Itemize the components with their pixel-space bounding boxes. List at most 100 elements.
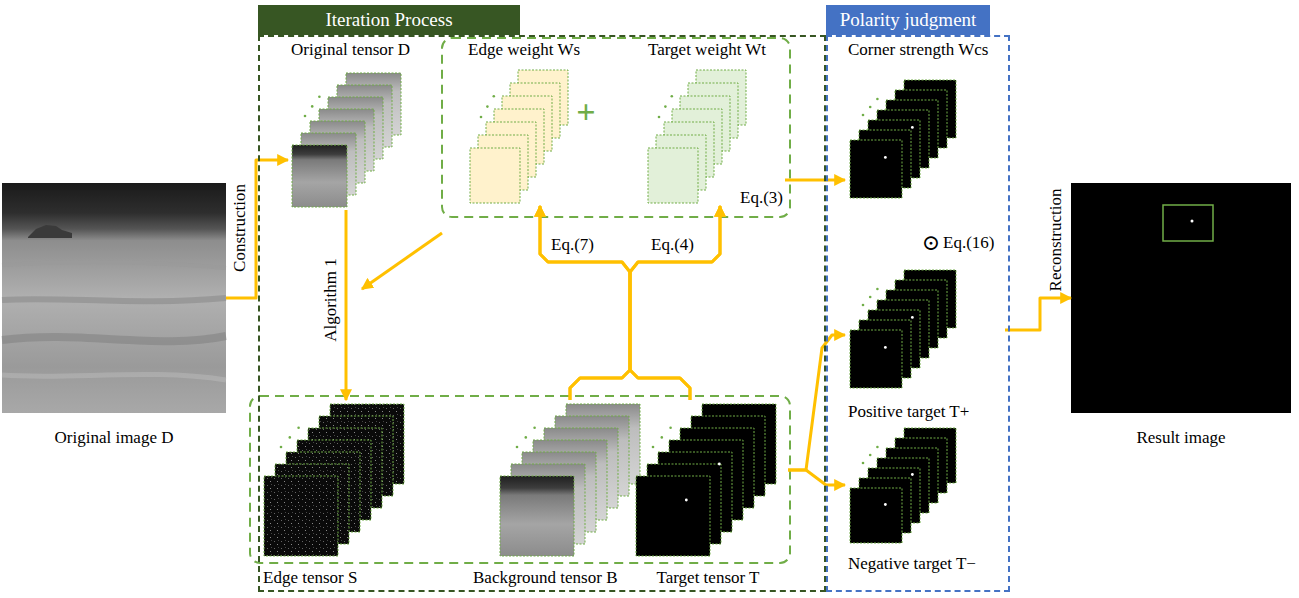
edge-label: Eq.(3) (740, 188, 783, 208)
tensor-slice (292, 145, 347, 207)
tensor-stack: Edge tensor S (260, 400, 410, 588)
tensor-stack-art (264, 404, 404, 556)
node-caption: Negative target T− (848, 554, 976, 574)
target-dot (884, 346, 887, 349)
node-caption: Original image D (55, 428, 174, 448)
ellipsis-dot (869, 106, 872, 109)
tensor-stack: Negative target T− (845, 424, 1005, 574)
flow-arrow (788, 335, 845, 470)
flow-arrow (540, 206, 630, 400)
iteration-group: Iteration ProcessOriginal tensor DEdge w… (258, 35, 826, 592)
tensor-stack-art (500, 404, 640, 556)
wave-streak (2, 298, 226, 301)
equation-label: ⊙ (922, 230, 940, 255)
tensor-slice (850, 488, 902, 543)
edge-label: Reconstruction (1046, 189, 1066, 292)
tensor-stack-art (470, 70, 568, 203)
input-image-panel: Original image D (2, 183, 226, 448)
tensor-slice (850, 330, 902, 388)
ellipsis-dot (280, 446, 283, 449)
tensor-stacks (264, 70, 956, 556)
ellipsis-dot (318, 96, 321, 99)
ellipsis-dot (869, 454, 872, 457)
ellipsis-dot (525, 436, 528, 439)
ellipsis-dot (480, 116, 483, 119)
tensor-stack: Target tensor T (628, 400, 788, 588)
target-dot (884, 503, 887, 506)
tensor-stack-art (636, 404, 776, 556)
ellipsis-dot (669, 427, 672, 430)
group-heading: Iteration Process (258, 5, 520, 35)
ellipsis-dot (671, 95, 674, 98)
ellipsis-dot (876, 446, 879, 449)
tensor-stack: Corner strength Wcs (845, 38, 1005, 203)
wave-streak (2, 374, 226, 380)
photo-ground (2, 183, 226, 413)
ellipsis-dot (533, 427, 536, 430)
flow-arrow (630, 206, 720, 400)
tensor-stack-art (850, 428, 956, 543)
tensor-slice (850, 140, 902, 198)
ellipsis-dot (876, 288, 879, 291)
target-dot (911, 316, 914, 319)
tensor-stack-art (648, 70, 746, 203)
ellipsis-dot (289, 436, 292, 439)
group-heading: Polarity judgment (826, 5, 990, 35)
tensor-slice (648, 148, 698, 203)
target-dot (911, 126, 914, 129)
equation-label: Eq.(4) (651, 235, 694, 255)
weight-group-outline (442, 38, 790, 217)
weight-stack: Target weight Wt (645, 38, 785, 206)
node-caption: Corner strength Wcs (848, 40, 988, 60)
node-caption: Target tensor T (657, 568, 760, 588)
target-dot (685, 499, 688, 502)
ellipsis-dot (862, 304, 865, 307)
target-dot (911, 473, 914, 476)
detected-target (1191, 220, 1194, 223)
edge-label: Algorithm 1 (321, 258, 341, 342)
ellipsis-dot (661, 436, 664, 439)
input-photo (2, 183, 226, 413)
tensor-stack: Original tensor D (288, 38, 428, 210)
ellipsis-dot (862, 114, 865, 117)
ellipsis-dot (869, 296, 872, 299)
ellipsis-dot (516, 446, 519, 449)
ellipsis-dot (297, 427, 300, 430)
ellipsis-dot (304, 115, 307, 118)
ellipsis-dot (486, 105, 489, 108)
ellipsis-dot (862, 462, 865, 465)
node-caption: Edge weight Ws (468, 40, 580, 60)
flow-arrow (226, 160, 288, 298)
ellipsis-dot (311, 105, 314, 108)
detection-box (1163, 205, 1213, 241)
wave-streak (2, 262, 226, 268)
tensor-stack-art (292, 73, 401, 207)
result-image-panel: Result image (1071, 183, 1291, 448)
node-caption: Background tensor B (473, 568, 617, 588)
tensor-group-outline (250, 396, 790, 563)
flow-arrow (345, 210, 348, 400)
ellipsis-dot (493, 95, 496, 98)
tensor-slice (500, 476, 574, 556)
tensor-stack: Background tensor B (470, 400, 640, 588)
ellipsis-dot (876, 98, 879, 101)
ship-silhouette (28, 225, 72, 238)
tensor-stack-art (850, 80, 956, 198)
result-ground (1071, 183, 1291, 413)
node-caption: Edge tensor S (263, 568, 357, 588)
tensor-slice (470, 148, 520, 203)
flow-arrow (1005, 298, 1071, 330)
weight-feedback-arrow (362, 233, 442, 289)
target-dot (718, 463, 721, 466)
tensor-slice (264, 476, 338, 556)
ellipsis-dot (664, 105, 667, 108)
tensor-stack-art (850, 270, 956, 388)
flow-arrow (788, 470, 845, 485)
ellipsis-dot (652, 446, 655, 449)
wave-streak (2, 336, 226, 341)
node-caption: Original tensor D (291, 40, 410, 60)
flow-arrow (785, 179, 845, 182)
node-caption: Result image (1136, 428, 1225, 448)
